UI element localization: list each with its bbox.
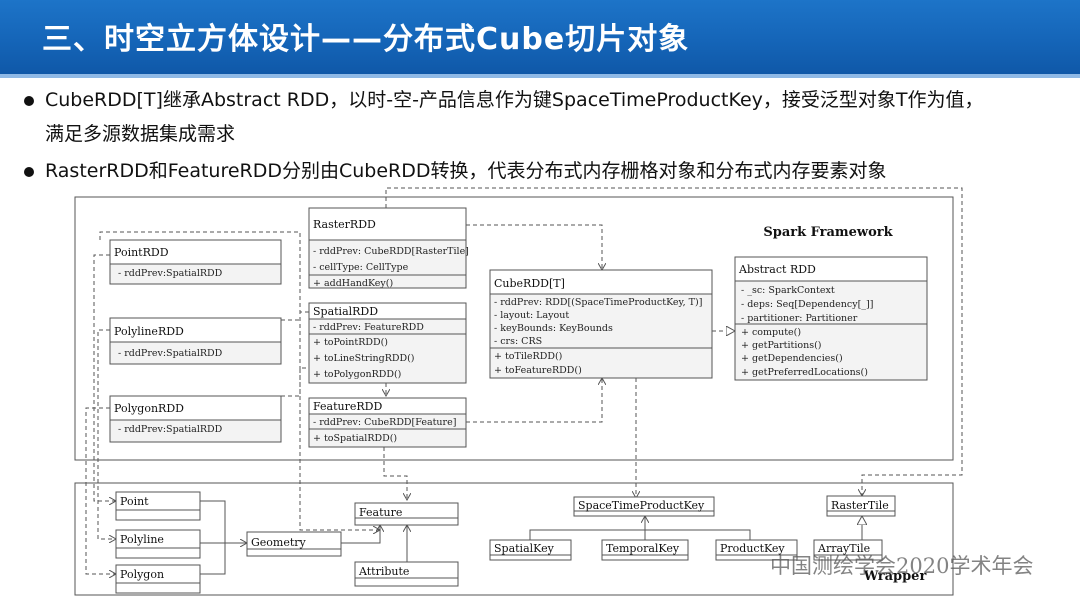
class-geometry: Geometry bbox=[246, 531, 342, 557]
bullet-dot-icon bbox=[24, 167, 34, 177]
svg-text:Polyline: Polyline bbox=[120, 533, 164, 546]
svg-text:+ toSpatialRDD(): + toSpatialRDD() bbox=[313, 433, 397, 444]
wrapper-frame bbox=[74, 482, 954, 596]
class-polygon-rdd: PolygonRDD - rddPrev:SpatialRDD bbox=[109, 395, 282, 443]
class-polyline-rdd: PolylineRDD - rddPrev:SpatialRDD bbox=[109, 317, 282, 365]
svg-text:- rddPrev: CubeRDD[RasterTile]: - rddPrev: CubeRDD[RasterTile] bbox=[313, 246, 469, 257]
svg-text:SpaceTimeProductKey: SpaceTimeProductKey bbox=[578, 499, 705, 512]
svg-text:Geometry: Geometry bbox=[251, 536, 307, 549]
svg-text:Point: Point bbox=[120, 495, 149, 508]
svg-text:SpatialKey: SpatialKey bbox=[494, 542, 555, 555]
class-point-rdd: PointRDD - rddPrev:SpatialRDD bbox=[109, 239, 282, 285]
svg-text:Feature: Feature bbox=[359, 506, 402, 519]
svg-text:FeatureRDD: FeatureRDD bbox=[313, 400, 382, 413]
svg-text:TemporalKey: TemporalKey bbox=[606, 542, 680, 555]
svg-text:+ toPolygonRDD(): + toPolygonRDD() bbox=[313, 369, 401, 380]
svg-text:- partitioner: Partitioner: - partitioner: Partitioner bbox=[741, 313, 858, 324]
svg-text:PolygonRDD: PolygonRDD bbox=[114, 402, 184, 415]
svg-text:+ toTileRDD(): + toTileRDD() bbox=[494, 351, 562, 362]
svg-text:+ compute(): + compute() bbox=[741, 327, 801, 338]
class-raster-tile: RasterTile bbox=[826, 495, 896, 517]
bullet-dot-icon bbox=[24, 96, 34, 106]
svg-text:PolylineRDD: PolylineRDD bbox=[114, 325, 184, 338]
slide-title: 三、时空立方体设计——分布式Cube切片对象 bbox=[42, 22, 690, 57]
svg-text:ProductKey: ProductKey bbox=[720, 542, 785, 555]
svg-text:- rddPrev:SpatialRDD: - rddPrev:SpatialRDD bbox=[118, 348, 223, 359]
class-spatial-key: SpatialKey bbox=[489, 539, 572, 561]
svg-text:- _sc: SparkContext: - _sc: SparkContext bbox=[741, 285, 835, 296]
svg-text:+ toLineStringRDD(): + toLineStringRDD() bbox=[313, 353, 415, 364]
conference-watermark: 中国测绘学会2020学术年会 bbox=[770, 554, 1034, 578]
class-feature-rdd: FeatureRDD - rddPrev: CubeRDD[Feature] +… bbox=[308, 397, 467, 448]
svg-text:+ getPreferredLocations(): + getPreferredLocations() bbox=[741, 367, 868, 378]
svg-text:- cellType: CellType: - cellType: CellType bbox=[313, 262, 409, 273]
svg-text:RasterTile: RasterTile bbox=[831, 499, 889, 512]
class-attribute: Attribute bbox=[354, 561, 459, 587]
svg-text:SpatialRDD: SpatialRDD bbox=[313, 305, 378, 318]
svg-text:+ toPointRDD(): + toPointRDD() bbox=[313, 337, 388, 348]
svg-text:Attribute: Attribute bbox=[358, 565, 409, 578]
svg-text:Abstract RDD: Abstract RDD bbox=[738, 263, 816, 276]
svg-text:- rddPrev:SpatialRDD: - rddPrev:SpatialRDD bbox=[118, 268, 223, 279]
class-cube-rdd: CubeRDD[T] - rddPrev: RDD[(SpaceTimeProd… bbox=[489, 269, 713, 379]
svg-text:+ getDependencies(): + getDependencies() bbox=[741, 353, 843, 364]
svg-text:- rddPrev: RDD[(SpaceTimeProdu: - rddPrev: RDD[(SpaceTimeProductKey, T)] bbox=[494, 297, 702, 308]
svg-text:- deps: Seq[Dependency[_]]: - deps: Seq[Dependency[_]] bbox=[741, 299, 873, 310]
svg-text:- rddPrev: CubeRDD[Feature]: - rddPrev: CubeRDD[Feature] bbox=[313, 417, 456, 428]
class-array-tile: ArrayTile bbox=[813, 539, 883, 561]
svg-text:Polygon: Polygon bbox=[120, 568, 164, 581]
bullet-text-continued: 满足多源数据集成需求 bbox=[45, 123, 236, 145]
svg-text:+ addHandKey(): + addHandKey() bbox=[313, 278, 393, 289]
class-temporal-key: TemporalKey bbox=[601, 539, 689, 561]
svg-text:- layout: Layout: - layout: Layout bbox=[494, 310, 569, 321]
svg-text:ArrayTile: ArrayTile bbox=[817, 542, 870, 555]
svg-text:RasterRDD: RasterRDD bbox=[313, 218, 376, 231]
class-abstract-rdd: Abstract RDD - _sc: SparkContext - deps:… bbox=[734, 256, 928, 381]
svg-text:CubeRDD[T]: CubeRDD[T] bbox=[494, 277, 565, 290]
svg-text:- rddPrev: FeatureRDD: - rddPrev: FeatureRDD bbox=[313, 322, 424, 333]
svg-text:- keyBounds: KeyBounds: - keyBounds: KeyBounds bbox=[494, 323, 613, 334]
header-stripe bbox=[0, 74, 1080, 78]
class-polyline: Polyline bbox=[115, 529, 201, 559]
svg-text:- crs: CRS: - crs: CRS bbox=[494, 336, 542, 347]
class-product-key: ProductKey bbox=[715, 539, 798, 561]
svg-text:+ getPartitions(): + getPartitions() bbox=[741, 340, 822, 351]
spark-framework-frame bbox=[74, 196, 954, 461]
class-spatial-rdd: SpatialRDD - rddPrev: FeatureRDD + toPoi… bbox=[308, 302, 467, 384]
class-polygon: Polygon bbox=[115, 564, 201, 594]
class-point: Point bbox=[115, 491, 201, 521]
class-raster-rdd: RasterRDD - rddPrev: CubeRDD[RasterTile]… bbox=[308, 207, 469, 289]
bullet-text: CubeRDD[T]继承Abstract RDD，以时-空-产品信息作为键Spa… bbox=[45, 89, 984, 111]
wrapper-label: Wrapper bbox=[863, 569, 927, 584]
svg-text:- rddPrev:SpatialRDD: - rddPrev:SpatialRDD bbox=[118, 424, 223, 435]
class-space-time-product-key: SpaceTimeProductKey bbox=[573, 496, 715, 517]
svg-text:PointRDD: PointRDD bbox=[114, 246, 169, 259]
class-feature: Feature bbox=[354, 502, 459, 526]
bullet-text: RasterRDD和FeatureRDD分别由CubeRDD转换，代表分布式内存… bbox=[45, 160, 887, 182]
svg-text:+ toFeatureRDD(): + toFeatureRDD() bbox=[494, 365, 582, 376]
spark-framework-label: Spark Framework bbox=[763, 225, 893, 240]
header-bar bbox=[0, 0, 1080, 74]
